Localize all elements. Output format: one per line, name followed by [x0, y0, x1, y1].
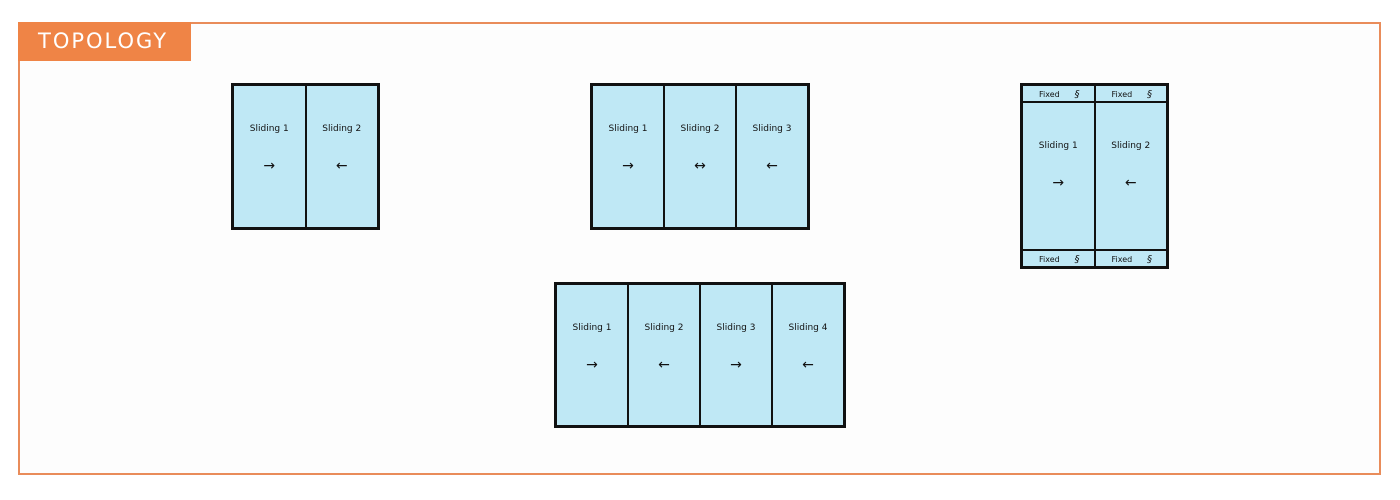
- pane-label: Sliding 4: [788, 323, 828, 333]
- window-unit-4-sliding[interactable]: Sliding 1 → Sliding 2 ← Sliding 3 → Slid…: [554, 282, 846, 428]
- fixed-panel-bottom: Fixed §: [1095, 249, 1166, 266]
- pane-sliding-2: Sliding 2 ←: [629, 285, 701, 425]
- pane-sliding-3: Sliding 3 ←: [737, 86, 807, 227]
- pane-sliding-3: Sliding 3 →: [701, 285, 773, 425]
- arrow-left-icon: ←: [335, 158, 348, 174]
- arrow-left-icon: ←: [658, 357, 670, 373]
- fixed-label: Fixed: [1039, 90, 1060, 99]
- fixed-panel-bottom: Fixed §: [1023, 249, 1094, 266]
- pane-sliding-1: Sliding 1 →: [234, 86, 307, 227]
- arrow-left-icon: ←: [766, 158, 778, 174]
- pane-sliding-4: Sliding 4 ←: [773, 285, 843, 425]
- handle-icon: §: [1074, 89, 1080, 100]
- handle-icon: §: [1074, 254, 1080, 265]
- window-unit-2-sliding[interactable]: Sliding 1 → Sliding 2 ←: [231, 83, 380, 230]
- pane-label: Sliding 2: [1111, 141, 1151, 151]
- fixed-label: Fixed: [1111, 255, 1133, 264]
- arrow-right-icon: →: [1052, 175, 1065, 191]
- pane-label: Sliding 3: [752, 124, 792, 134]
- pane-sliding-2: Sliding 2 ↔: [665, 86, 737, 227]
- pane-sliding-1: Sliding 1 →: [593, 86, 665, 227]
- fixed-panel-top: Fixed §: [1095, 86, 1166, 103]
- arrow-left-icon: ←: [802, 357, 814, 373]
- pane-sliding-2: Sliding 2 ←: [1095, 103, 1166, 249]
- fixed-panel-top: Fixed §: [1023, 86, 1094, 103]
- arrow-right-icon: →: [730, 357, 742, 373]
- arrow-right-icon: →: [622, 158, 634, 174]
- pane-sliding-1: Sliding 1 →: [1023, 103, 1094, 249]
- arrow-left-icon: ←: [1124, 175, 1137, 191]
- column-1: Fixed § Sliding 1 → Fixed §: [1023, 86, 1096, 266]
- pane-label: Sliding 1: [608, 124, 648, 134]
- window-unit-2-sliding-fixed[interactable]: Fixed § Sliding 1 → Fixed § Fixed § Slid…: [1020, 83, 1169, 269]
- handle-icon: §: [1147, 254, 1152, 265]
- column-2: Fixed § Sliding 2 ← Fixed §: [1095, 86, 1166, 266]
- pane-label: Sliding 1: [249, 124, 289, 134]
- arrow-right-icon: →: [586, 357, 598, 373]
- pane-label: Sliding 1: [572, 323, 612, 333]
- pane-sliding-2: Sliding 2 ←: [306, 86, 377, 227]
- window-unit-3-sliding[interactable]: Sliding 1 → Sliding 2 ↔ Sliding 3 ←: [590, 83, 810, 230]
- arrow-right-icon: →: [263, 158, 276, 174]
- fixed-label: Fixed: [1039, 255, 1060, 264]
- pane-label: Sliding 2: [322, 124, 362, 134]
- pane-label: Sliding 3: [716, 323, 756, 333]
- pane-label: Sliding 2: [680, 124, 720, 134]
- section-title: TOPOLOGY: [18, 22, 191, 61]
- pane-sliding-1: Sliding 1 →: [557, 285, 629, 425]
- pane-label: Sliding 2: [644, 323, 684, 333]
- handle-icon: §: [1147, 89, 1152, 100]
- pane-label: Sliding 1: [1038, 141, 1078, 151]
- arrow-both-icon: ↔: [694, 158, 706, 174]
- fixed-label: Fixed: [1111, 90, 1133, 99]
